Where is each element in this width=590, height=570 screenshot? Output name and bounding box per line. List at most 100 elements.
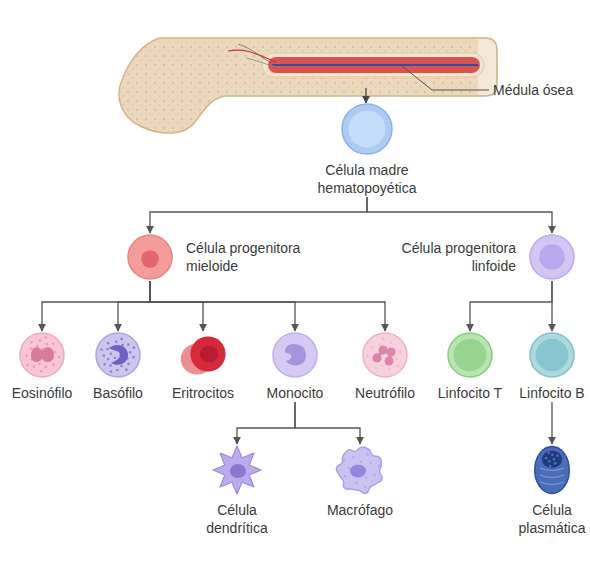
nucleus-lobe xyxy=(379,346,388,355)
granule xyxy=(366,453,369,456)
granule xyxy=(40,370,43,373)
granule xyxy=(397,365,400,368)
label-group: Célula plasmática xyxy=(512,501,590,537)
granule xyxy=(378,343,381,346)
cell-label: Célula progenitora linfoide xyxy=(376,239,516,275)
cell-icon xyxy=(340,102,394,156)
cell-label: Basófilo xyxy=(93,384,143,402)
marrow-vessel xyxy=(272,64,478,66)
cell-nucleus xyxy=(542,451,562,468)
granule xyxy=(365,477,368,480)
label-group: Basófilo xyxy=(93,384,143,402)
reticulum xyxy=(540,475,564,478)
granule xyxy=(109,364,112,367)
cell-icon xyxy=(179,331,227,379)
label-group: Célula madre hematopoyética xyxy=(307,161,427,197)
branch-arrow xyxy=(470,281,552,331)
cell-label: Neutrófilo xyxy=(355,384,415,402)
granule xyxy=(103,363,106,366)
granule xyxy=(366,354,369,357)
cell-membrane xyxy=(530,235,574,279)
granule xyxy=(100,348,103,351)
granule xyxy=(58,356,61,359)
cell-node: Neutrófilo xyxy=(345,331,425,402)
cell-membrane xyxy=(273,333,317,377)
granule xyxy=(107,342,110,345)
granule xyxy=(554,462,557,465)
artery xyxy=(228,50,276,62)
label-group: Célula progenitora linfoide xyxy=(376,239,516,275)
branch-arrow xyxy=(237,402,295,444)
granule xyxy=(127,363,130,366)
granule xyxy=(352,456,355,459)
branch-arrow xyxy=(150,281,203,331)
granule xyxy=(26,364,29,367)
granule xyxy=(348,467,351,470)
reticulum xyxy=(540,468,564,471)
flow-arrow xyxy=(365,88,366,103)
bone-marrow xyxy=(268,57,480,73)
leader-line xyxy=(402,66,489,90)
granule xyxy=(116,369,119,372)
granule xyxy=(129,351,132,354)
nerve xyxy=(246,58,274,66)
granule xyxy=(551,454,554,457)
granule xyxy=(132,356,135,359)
cell-label: Célula plasmática xyxy=(512,501,590,537)
cell-membrane xyxy=(213,446,261,494)
granule xyxy=(364,486,367,489)
cell-membrane xyxy=(128,235,172,279)
cell-membrane xyxy=(535,446,570,493)
cell-membrane xyxy=(342,104,392,154)
cell-label: Célula dendrítica xyxy=(197,501,277,537)
nucleus-lobe xyxy=(385,357,394,366)
cell-node: Célula progenitora linfoide xyxy=(376,233,576,281)
cell-label: Macrófago xyxy=(327,501,393,519)
cell-node: Eosinófilo xyxy=(2,331,82,402)
branch-arrow xyxy=(42,281,150,331)
granule xyxy=(545,457,548,460)
granule xyxy=(395,358,398,361)
branch-arrow xyxy=(150,197,367,233)
red-cell xyxy=(190,336,225,371)
cell-nucleus xyxy=(536,339,569,372)
cell-label: Eritrocitos xyxy=(172,384,234,402)
granule xyxy=(52,363,55,366)
granule xyxy=(39,339,42,342)
granule xyxy=(371,346,374,349)
cell-nucleus xyxy=(349,111,386,148)
granule xyxy=(355,482,358,485)
cell-label: Célula madre hematopoyética xyxy=(307,161,427,197)
cell-icon xyxy=(446,331,494,379)
granule xyxy=(36,345,39,348)
granule xyxy=(44,366,47,369)
cell-label: Monocito xyxy=(267,384,324,402)
granule xyxy=(106,348,109,351)
cell-node: Linfocito B xyxy=(512,331,590,402)
cell-label: Célula progenitora mieloide xyxy=(186,239,326,275)
granule xyxy=(125,368,128,371)
bone-texture xyxy=(119,38,497,133)
granule xyxy=(38,363,41,366)
granule xyxy=(381,364,384,367)
granule xyxy=(344,475,347,478)
cell-membrane xyxy=(530,333,574,377)
branch-arrow xyxy=(367,197,552,233)
granule xyxy=(556,454,559,457)
cell-node: Célula progenitora mieloide xyxy=(126,233,326,281)
branch-arrow xyxy=(118,281,150,331)
cell-node: Célula madre hematopoyética xyxy=(302,102,432,197)
granule xyxy=(374,367,377,370)
bone-shape xyxy=(119,38,497,133)
cell-icon xyxy=(126,233,174,281)
cell-nucleus xyxy=(350,465,366,478)
granule xyxy=(388,367,391,370)
cell-icon xyxy=(94,331,142,379)
label-group: Eosinófilo xyxy=(12,384,73,402)
granule xyxy=(369,462,372,465)
granule xyxy=(549,465,552,468)
cell-membrane xyxy=(20,333,64,377)
label-group: Célula dendrítica xyxy=(197,501,277,537)
branch-arrow xyxy=(150,281,385,331)
cell-label: Linfocito T xyxy=(438,384,502,402)
